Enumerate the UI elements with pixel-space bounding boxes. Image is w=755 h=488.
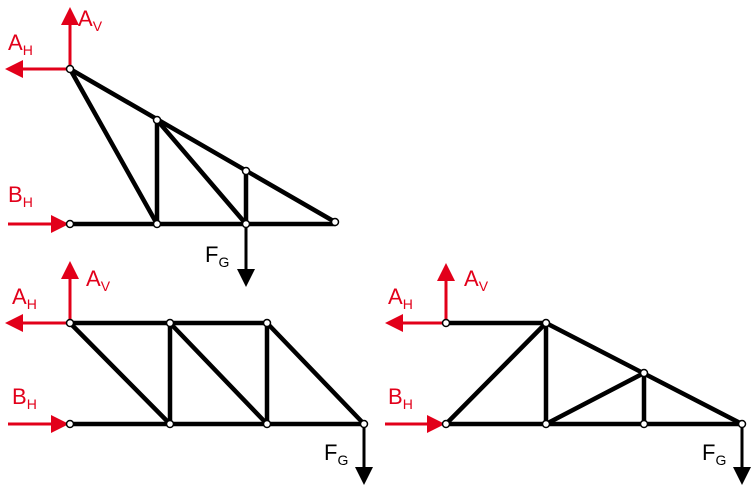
members <box>67 320 367 427</box>
label-ah: AH <box>12 284 37 312</box>
label-ah: AH <box>8 30 33 58</box>
label-bh: BH <box>388 384 413 412</box>
label-fg: FG <box>702 440 726 468</box>
members <box>67 66 338 227</box>
label-bh: BH <box>12 384 37 412</box>
truss-bottom-right: AH AV BH FG <box>385 263 751 485</box>
nodes <box>441 318 747 429</box>
label-fg: FG <box>205 242 229 270</box>
label-av: AV <box>464 266 489 294</box>
truss-bottom-left: AH AV BH FG <box>5 261 373 485</box>
nodes <box>65 64 340 229</box>
label-bh: BH <box>8 182 33 210</box>
label-ah: AH <box>388 284 413 312</box>
members <box>443 320 745 427</box>
label-av: AV <box>78 6 103 34</box>
nodes <box>65 318 369 429</box>
truss-top: AH AV BH FG <box>5 6 340 287</box>
label-fg: FG <box>324 440 348 468</box>
label-av: AV <box>86 266 111 294</box>
